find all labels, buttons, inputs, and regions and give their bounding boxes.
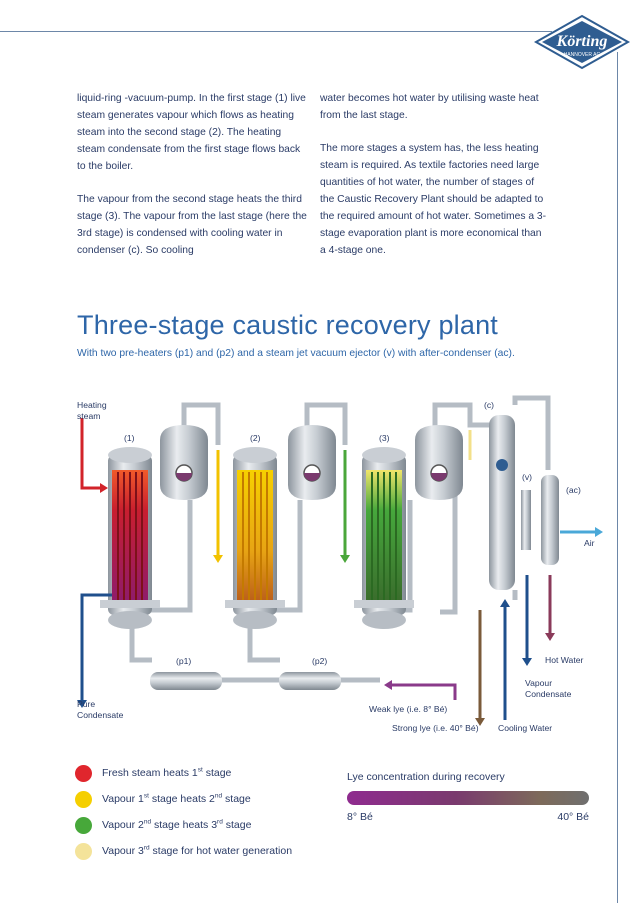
label-heating-steam: Heating — [77, 400, 107, 410]
process-diagram: Heating steam (1) (2) (3) (c) (v) (ac) A… — [77, 395, 603, 733]
section-title: Three-stage caustic recovery plant — [77, 310, 498, 340]
text-column-right: water becomes hot water by utilising was… — [320, 90, 550, 275]
stage-1-evaporator — [100, 425, 208, 629]
red-dot-icon — [75, 765, 92, 782]
legend-item: Vapour 3rd stage for hot water generatio… — [75, 843, 355, 869]
label-hot-water: Hot Water — [545, 655, 583, 665]
paragraph: The vapour from the second stage heats t… — [77, 194, 307, 256]
flow-arrows — [77, 418, 603, 726]
label-pure-condensate: Pure — [77, 699, 95, 709]
label-stage-2: (2) — [250, 433, 261, 443]
label-preheater-2: (p2) — [312, 656, 327, 666]
brand-logo: Körting HANNOVER AG — [533, 14, 631, 70]
paragraph: water becomes hot water by utilising was… — [320, 93, 539, 121]
label-ejector: (v) — [522, 472, 532, 482]
label-air: Air — [584, 538, 595, 548]
label-stage-1: (1) — [124, 433, 135, 443]
lye-low-label: 8° Bé — [347, 811, 373, 823]
margin-rule — [617, 52, 618, 903]
stage-2-evaporator — [225, 425, 336, 629]
section-subtitle: With two pre-heaters (p1) and (p2) and a… — [77, 348, 515, 359]
lye-scale-title: Lye concentration during recovery — [347, 771, 505, 783]
label-weak-lye: Weak lye (i.e. 8° Bé) — [369, 704, 447, 714]
lye-gradient-bar — [347, 791, 589, 805]
legend: Fresh steam heats 1st stage Vapour 1st s… — [75, 765, 355, 869]
label-preheater-1: (p1) — [176, 656, 191, 666]
label-vapour-condensate: Condensate — [525, 689, 572, 699]
label-pure-condensate: Condensate — [77, 710, 124, 720]
label-vapour-condensate: Vapour — [525, 678, 552, 688]
stage-3-evaporator — [354, 425, 463, 629]
label-after-condenser: (ac) — [566, 485, 581, 495]
label-cooling-water: Cooling Water — [498, 723, 552, 733]
green-dot-icon — [75, 817, 92, 834]
label-heating-steam: steam — [77, 411, 100, 421]
lye-high-label: 40° Bé — [557, 811, 589, 823]
brand-sub: HANNOVER AG — [564, 52, 601, 58]
preheaters — [150, 672, 341, 690]
label-stage-3: (3) — [379, 433, 390, 443]
header-rule — [0, 31, 552, 32]
pale-yellow-dot-icon — [75, 843, 92, 860]
paragraph: The more stages a system has, the less h… — [320, 143, 547, 256]
legend-item: Fresh steam heats 1st stage — [75, 765, 355, 791]
lye-scale: Lye concentration during recovery 8° Bé … — [347, 771, 589, 825]
label-condenser: (c) — [484, 400, 494, 410]
paragraph: liquid-ring -vacuum-pump. In the first s… — [77, 93, 306, 172]
legend-item: Vapour 1st stage heats 2nd stage — [75, 791, 355, 817]
label-strong-lye: Strong lye (i.e. 40° Bé) — [392, 723, 479, 733]
brand-name: Körting — [556, 33, 608, 50]
text-column-left: liquid-ring -vacuum-pump. In the first s… — [77, 90, 307, 275]
yellow-dot-icon — [75, 791, 92, 808]
legend-item: Vapour 2nd stage heats 3rd stage — [75, 817, 355, 843]
condenser-and-ejector — [489, 415, 559, 590]
